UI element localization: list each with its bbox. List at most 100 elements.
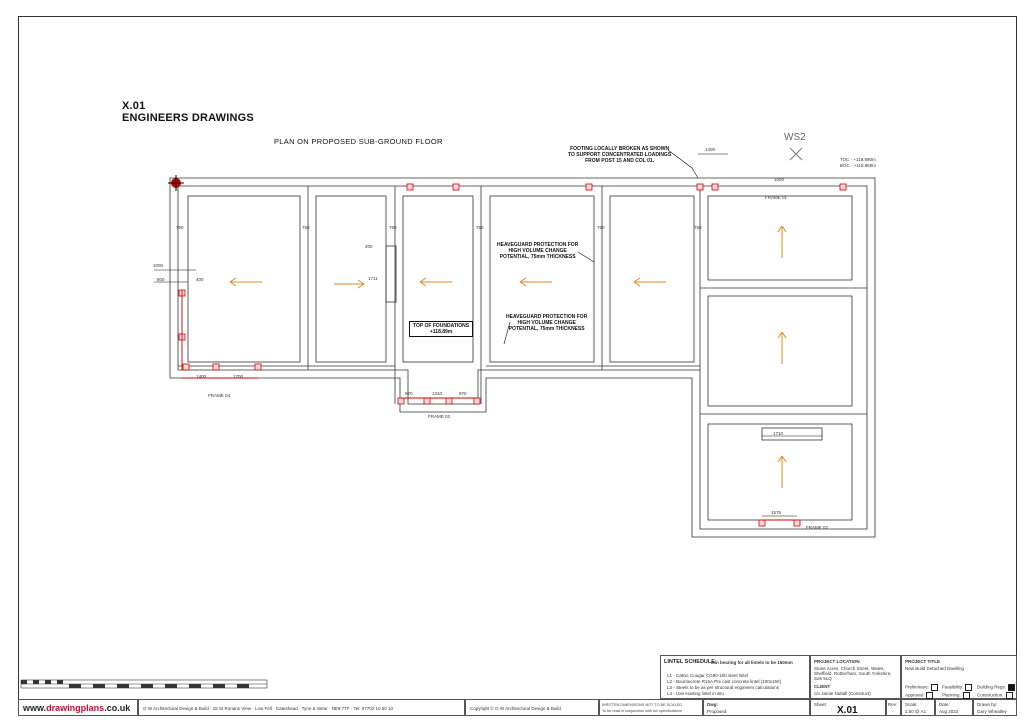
project-location-line-2: Sheffield, Rotherham, South Yorkshire, [814, 671, 892, 676]
dim-400: 400 [196, 277, 204, 282]
drawing-number: X.01 [122, 100, 146, 112]
foundation-top-line-1: TOP OF FOUNDATIONS [413, 323, 470, 329]
client-label: CLIENT [814, 684, 831, 689]
company-cell: G W Architectural Design & Build · 15 St… [138, 699, 465, 716]
dim-750-d: 750 [597, 225, 605, 230]
project-title-cell: PROJECT TITLE New Build Detached Dwellin… [901, 655, 1017, 699]
frame-04-label: FRAME 04 [208, 393, 231, 398]
dim-1400-top: 1400 [705, 147, 716, 152]
company-address: G W Architectural Design & Build · 15 St… [143, 706, 393, 711]
written-dims-text: WRITTEN DIMENSIONS NOT TO BE SCALED [602, 703, 682, 707]
dwg-cell: Dwg: Proposed [703, 699, 810, 716]
website-cell: www.drawingplans.co.uk [18, 699, 138, 716]
dim-200: 200 [365, 244, 373, 249]
stage-preliminary[interactable]: Preliminary: [905, 684, 938, 691]
copyright-cell: Copyright © G W Architectural Design & B… [465, 699, 599, 716]
stage-planning-label: Planning: [942, 692, 961, 698]
stage-preliminary-label: Preliminary: [905, 684, 929, 690]
room-1 [187, 195, 301, 363]
inner-footing-line [177, 185, 868, 530]
heaveguard-b-line-3: POTENTIAL, 75mm THICKNESS [508, 326, 585, 332]
website-brand: drawingplans [46, 703, 105, 713]
dim-750-left: 750 [176, 225, 184, 230]
project-location-label: PROJECT LOCATION [814, 659, 860, 664]
stage-construction[interactable]: Construction: [977, 692, 1013, 699]
project-title-label: PROJECT TITLE [905, 659, 941, 664]
datum-marker [168, 175, 184, 191]
dim-750-e: 750 [694, 225, 702, 230]
heaveguard-note-a: HEAVEGUARD PROTECTION FOR HIGH VOLUME CH… [497, 242, 578, 260]
outer-footing-line [169, 177, 876, 538]
plan-title: PLAN ON PROPOSED SUB-GROUND FLOOR [274, 137, 443, 146]
room-5 [609, 195, 695, 363]
heaveguard-a-leader [577, 251, 595, 263]
project-location-line-3: S26 5LQ [814, 676, 832, 681]
stage-preliminary-checkbox[interactable] [930, 684, 938, 691]
heaveguard-note-b: HEAVEGUARD PROTECTION FOR HIGH VOLUME CH… [506, 314, 587, 332]
dim-970-a: 970 [405, 391, 413, 396]
stage-construction-checkbox[interactable] [1005, 692, 1013, 699]
copyright-text: Copyright © G W Architectural Design & B… [470, 706, 561, 711]
heaveguard-a-line-1: HEAVEGUARD PROTECTION FOR [497, 242, 579, 248]
drawn-by-value: Gary Wheatley [977, 709, 1007, 714]
footing-note-line-1: FOOTING LOCALLY BROKEN AS SHOWN [570, 146, 670, 152]
dim-1000: 1000 [153, 263, 164, 268]
stage-building-regs[interactable]: Building Regs: [977, 684, 1016, 691]
client-value: c/o Jamie Nuttall (Construct) [814, 691, 871, 696]
ws2-label: WS2 [784, 132, 806, 143]
stage-building-regs-label: Building Regs: [977, 684, 1007, 690]
website-logo[interactable]: www.drawingplans.co.uk [23, 703, 130, 713]
room-7 [707, 295, 853, 407]
pad-detail [761, 427, 823, 441]
date-value: Aug 2023 [939, 709, 959, 714]
project-location-line-1: Stone Acres, Church Street, Wales, [814, 666, 885, 671]
lintel-2: L2 - Bournecrete R15A Pre cast concrete … [667, 679, 782, 684]
stage-building-regs-checkbox[interactable] [1008, 684, 1016, 691]
date-label: Date: [939, 702, 950, 707]
sheet-value: X.01 [837, 705, 858, 716]
dim-750-c: 750 [476, 225, 484, 230]
project-location-cell: PROJECT LOCATION Stone Acres, Church Str… [810, 655, 901, 699]
boc-label: BOC - +118.850m [840, 163, 877, 168]
dim-1711: 1711 [368, 276, 378, 281]
company-tel: · Tel: 07702 10 50 10 [350, 706, 394, 711]
dim-800: 800 [157, 277, 165, 282]
stage-feasibility[interactable]: Feasibility: [942, 684, 973, 691]
company-address-text: G W Architectural Design & Build · 15 St… [143, 706, 350, 711]
website-prefix: www. [23, 703, 47, 713]
lintel-3: L3 - Steels to be as per structural engi… [667, 685, 780, 690]
frame-02-label: FRAME 02 [806, 525, 829, 530]
stage-planning-checkbox[interactable] [962, 692, 970, 699]
dwg-label: Dwg: [707, 702, 718, 707]
written-dims-sub: To be read in conjunction with full spec… [602, 709, 682, 713]
stage-construction-label: Construction: [977, 692, 1004, 698]
drawn-by-cell: Drawn by: Gary Wheatley [973, 699, 1017, 716]
lintel-min-bearing: Min bearing for all lintels to be 150mm [711, 660, 793, 665]
rev-cell: Rev: - [886, 699, 901, 716]
scale-label: Scale: [905, 702, 918, 707]
dim-750-b: 750 [389, 225, 397, 230]
toc-label: TOC - +118.990m [840, 157, 876, 162]
heaveguard-a-line-2: HIGH VOLUME CHANGE [508, 248, 567, 254]
foundation-top-box: TOP OF FOUNDATIONS +118.89m [409, 321, 474, 337]
footing-note-line-3: FROM POST 15 AND COL 01. [585, 158, 655, 164]
room-6 [707, 195, 853, 281]
room-8 [707, 423, 853, 521]
rev-label: Rev: [888, 702, 898, 707]
dwg-value: Proposed [707, 709, 727, 714]
stage-approval[interactable]: Approval: [905, 692, 934, 699]
dim-1575: 1575 [771, 510, 782, 515]
heaveguard-b-line-1: HEAVEGUARD PROTECTION FOR [506, 314, 588, 320]
stage-planning[interactable]: Planning: [942, 692, 970, 699]
posts [178, 183, 847, 527]
stage-approval-checkbox[interactable] [926, 692, 934, 699]
lintel-schedule-cell: LINTEL SCHEDULE Min bearing for all lint… [660, 655, 810, 699]
drawn-by-label: Drawn by: [977, 702, 998, 707]
foundation-top-line-2: +118.89m [429, 329, 453, 335]
dim-970-b: 970 [459, 391, 467, 396]
stage-feasibility-checkbox[interactable] [965, 684, 973, 691]
ws2-cross [789, 147, 803, 161]
sheet-cell: Sheet: X.01 [810, 699, 886, 716]
